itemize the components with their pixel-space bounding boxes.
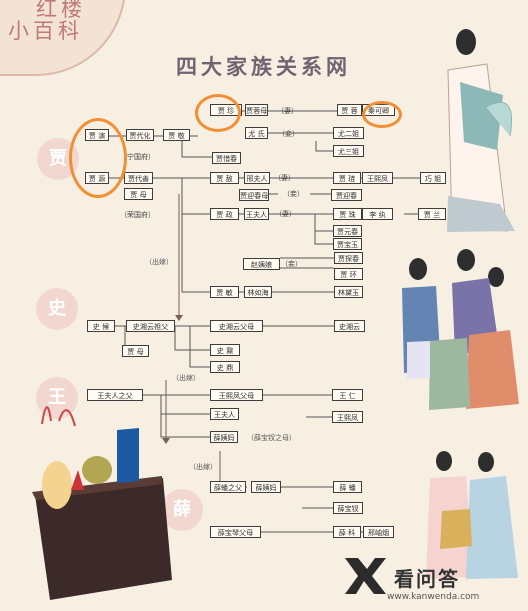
arrow-head-1 xyxy=(175,315,183,321)
node-wang-furen-2: 王夫人 xyxy=(210,408,239,420)
family-circle-shi: 史 xyxy=(36,288,78,330)
node-zhao-yiniang: 赵姨娘 xyxy=(243,258,280,270)
node-tanchun: 贾探春 xyxy=(334,252,363,264)
node-jia-min: 贾 敏 xyxy=(210,286,239,298)
node-li-wan: 李 纨 xyxy=(362,208,393,220)
node-yuanchun: 贾元春 xyxy=(333,225,362,237)
node-you-er: 尤二姐 xyxy=(333,127,364,139)
node-yingchun-mother: 贾迎春母 xyxy=(239,189,269,201)
node-jia-xichun: 贾惜春 xyxy=(212,152,241,164)
node-shi-xiangyun-parents: 史湘云父母 xyxy=(210,320,263,332)
node-shi-xiangyun: 史湘云 xyxy=(334,320,365,332)
highlight-jia-zhen xyxy=(195,94,241,132)
brand-logo-icon xyxy=(345,558,386,594)
node-you-san: 尤三姐 xyxy=(333,145,364,157)
lady-with-fan-illustration xyxy=(447,29,515,232)
node-xue-pan: 薛 蟠 xyxy=(333,481,362,493)
node-qiaojie: 巧 姐 xyxy=(420,172,446,184)
label-rongguofu: （荣国府） xyxy=(120,211,155,219)
label-chujia-1: （出嫁） xyxy=(145,258,173,266)
label-chujia-2: （出嫁） xyxy=(172,374,200,382)
highlight-qin-keqing xyxy=(362,101,402,128)
brand-url: www.kanwenda.com xyxy=(387,592,480,602)
node-lin-daiyu: 林黛玉 xyxy=(334,286,363,298)
node-jia-jing: 贾 敬 xyxy=(163,129,190,141)
node-xing-xiuyan: 邢岫烟 xyxy=(363,526,394,538)
node-jia-zhu: 贾 珠 xyxy=(333,208,362,220)
node-jia-daishan: 贾代善 xyxy=(124,172,153,184)
node-jia-huan: 贾 环 xyxy=(334,268,363,280)
node-xue-ke: 薛 科 xyxy=(333,526,361,538)
node-jia-daihua: 贾代化 xyxy=(126,129,154,141)
node-shi-hou: 史 候 xyxy=(87,320,115,332)
node-xue-baoqin-parents: 薛宝琴父母 xyxy=(210,526,261,538)
node-shi-jia-mu: 贾 母 xyxy=(122,345,149,357)
node-jia-zheng: 贾 政 xyxy=(210,208,239,220)
label-qi-3: （妻） xyxy=(274,174,295,182)
label-qi-2: （妾） xyxy=(278,130,299,138)
node-yingchun: 贾迎春 xyxy=(331,189,362,201)
label-qi-5: （妻） xyxy=(275,210,296,218)
arrow-head-2 xyxy=(162,438,170,444)
label-xue-mu: （薛宝钗之母） xyxy=(247,434,296,442)
node-jia-lian: 贾 琏 xyxy=(333,172,361,184)
two-ladies-illustration xyxy=(426,451,518,579)
corner-title-line-1: 红楼 xyxy=(36,0,86,21)
node-xue-yima: 薛姨妈 xyxy=(210,431,238,443)
node-wang-furen: 王夫人 xyxy=(244,208,269,220)
label-ningguofu: （宁国府） xyxy=(120,153,155,161)
label-qi-1: （妻） xyxy=(277,107,298,115)
label-qi-6: （妾） xyxy=(281,260,302,268)
node-baoyu: 贾宝玉 xyxy=(333,238,362,250)
highlight-founders xyxy=(69,118,127,198)
node-xue-yima-2: 薛姨妈 xyxy=(251,481,281,493)
node-jia-she: 贾 赦 xyxy=(210,172,239,184)
chart-title: 四大家族关系网 xyxy=(176,55,351,79)
node-xue-pan-father: 薛蟠之父 xyxy=(210,481,246,493)
node-wang-xifeng: 王熙凤 xyxy=(362,172,393,184)
node-jia-lan: 贾 兰 xyxy=(418,208,446,220)
family-circle-wang: 王 xyxy=(36,377,78,419)
family-circle-xue: 薛 xyxy=(161,489,203,531)
brand-logo-text: 看问答 xyxy=(394,567,460,591)
node-wang-xifeng-parents: 王熙凤父母 xyxy=(210,389,263,401)
node-jia-mu: 贾 母 xyxy=(124,188,153,200)
label-qi-4: （妾） xyxy=(283,190,304,198)
table-and-vases-illustration xyxy=(32,406,172,600)
node-shi-nai: 史 鼎 xyxy=(210,361,240,373)
group-scene-illustration xyxy=(402,249,519,410)
node-shi-xiangyun-grandfather: 史湘云祖父 xyxy=(126,320,175,332)
node-you-shi: 尤 氏 xyxy=(245,127,268,139)
corner-title-line-2: 小百科 xyxy=(8,19,83,43)
label-chujia-3: （出嫁） xyxy=(189,463,217,471)
node-jia-rong-mu: 贾蓉母 xyxy=(245,104,268,116)
node-xing-furen: 邢夫人 xyxy=(244,172,270,184)
node-lin-ruhai: 林如海 xyxy=(244,286,272,298)
node-wang-xifeng-2: 王熙凤 xyxy=(332,411,363,423)
node-xue-baochai: 薛宝钗 xyxy=(333,502,363,514)
node-wang-ren: 王 仁 xyxy=(332,389,363,401)
node-shi-ding: 史 鼐 xyxy=(210,344,240,356)
node-wang-furen-father: 王夫人之父 xyxy=(87,389,143,401)
node-jia-rong: 贾 蓉 xyxy=(337,104,362,116)
